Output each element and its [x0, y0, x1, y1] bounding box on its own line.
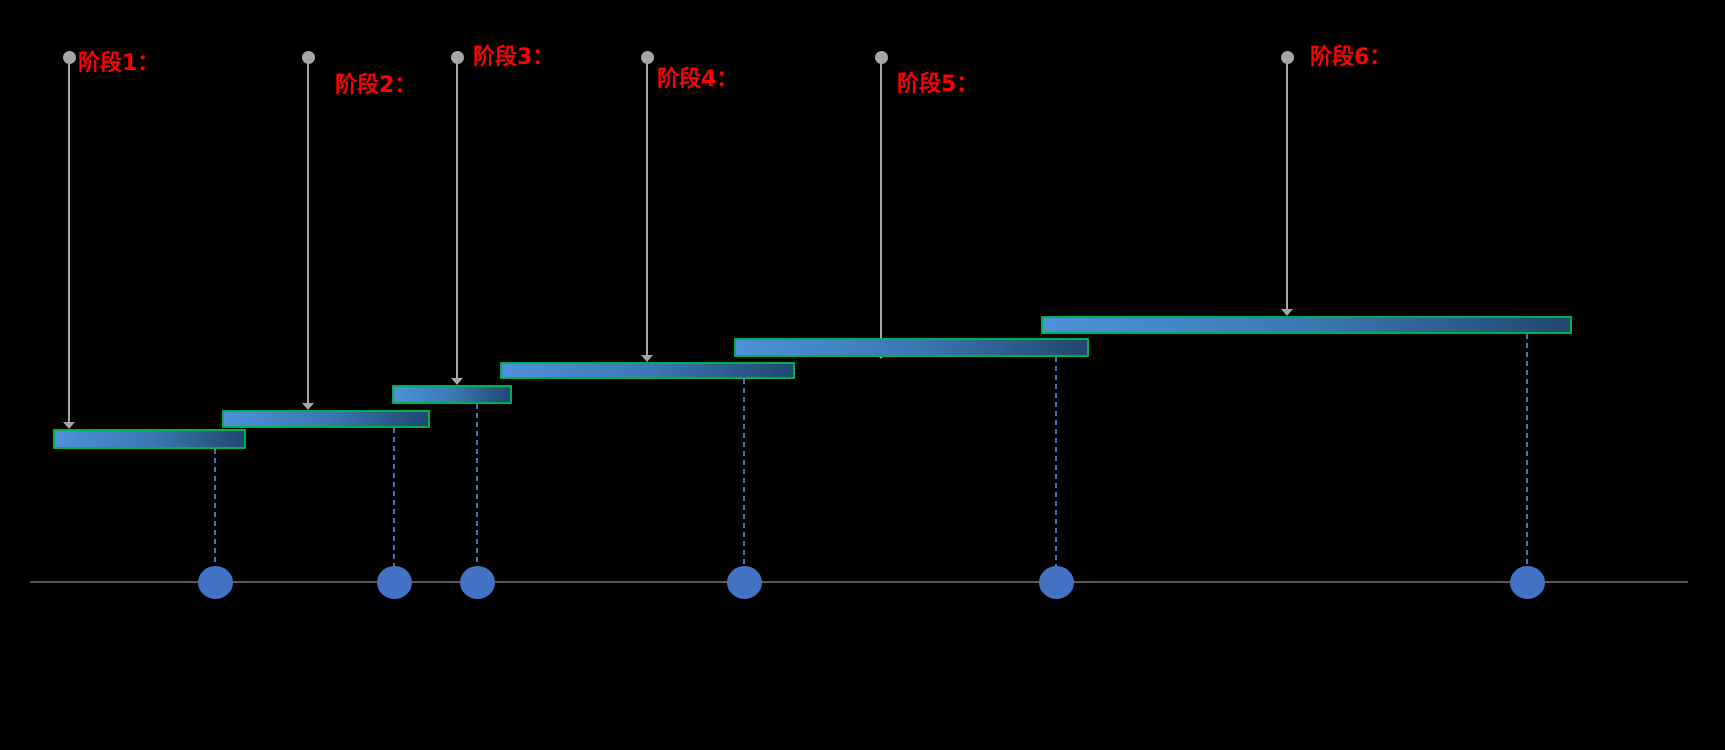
milestone-connector-line: [393, 428, 395, 582]
leader-line: [68, 63, 70, 423]
milestone-origin-dot-icon: [1280, 50, 1294, 64]
phase-duration-bar: [734, 338, 1089, 357]
phase-duration-bar: [500, 362, 795, 379]
milestone-origin-dot-icon: [301, 50, 315, 64]
milestone-circle: [197, 565, 233, 599]
leader-line: [307, 63, 309, 404]
phase-label: 阶段6：: [1310, 45, 1392, 70]
leader-line: [1286, 63, 1288, 310]
leader-arrow-icon: [63, 422, 75, 429]
leader-arrow-icon: [1281, 309, 1293, 316]
milestone-circle: [1509, 565, 1545, 599]
phase-label: 阶段1：: [78, 51, 160, 76]
phase-duration-bar: [53, 429, 246, 449]
phase-label: 阶段4：: [657, 67, 739, 92]
leader-line: [880, 63, 882, 352]
phase-label: 阶段3：: [473, 45, 555, 70]
phase-duration-bar: [1041, 316, 1572, 334]
leader-line: [646, 63, 648, 356]
milestone-origin-dot-icon: [874, 50, 888, 64]
milestone-origin-dot-icon: [62, 50, 76, 64]
leader-line: [456, 63, 458, 379]
timeline-axis: [30, 581, 1688, 583]
leader-arrow-icon: [641, 355, 653, 362]
milestone-circle: [1038, 565, 1074, 599]
phase-label: 阶段5：: [897, 72, 979, 97]
milestone-connector-line: [476, 404, 478, 582]
phase-duration-bar: [392, 385, 512, 404]
milestone-connector-line: [1526, 334, 1528, 582]
milestone-connector-line: [743, 379, 745, 582]
milestone-circle: [376, 565, 412, 599]
phase-label: 阶段2：: [335, 73, 417, 98]
milestone-circle: [459, 565, 495, 599]
milestone-connector-line: [214, 449, 216, 582]
milestone-origin-dot-icon: [450, 50, 464, 64]
leader-arrow-icon: [451, 378, 463, 385]
milestone-connector-line: [1055, 357, 1057, 582]
milestone-origin-dot-icon: [640, 50, 654, 64]
leader-arrow-icon: [302, 403, 314, 410]
milestone-circle: [726, 565, 762, 599]
phase-duration-bar: [222, 410, 430, 428]
